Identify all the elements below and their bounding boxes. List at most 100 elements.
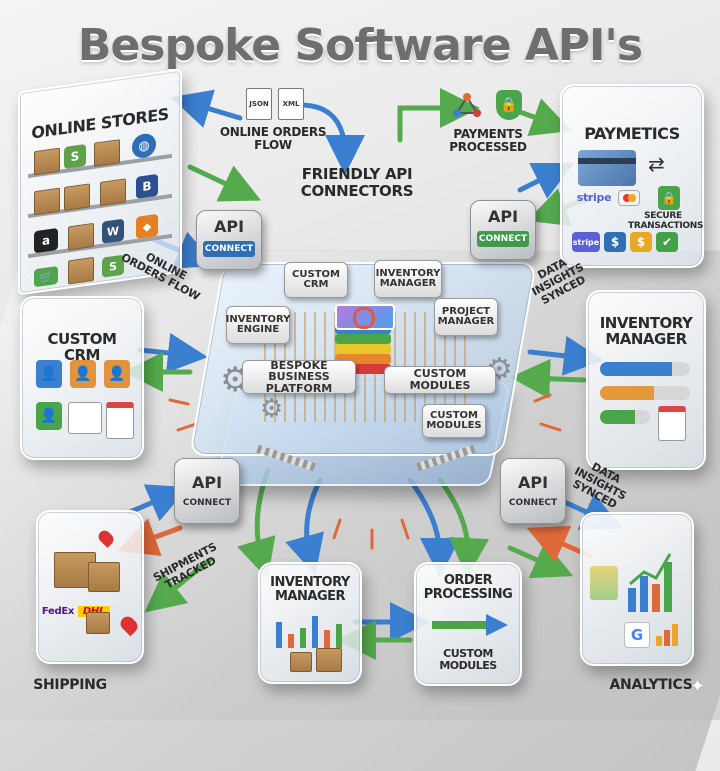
user-avatar-icon: 👤 bbox=[36, 360, 62, 388]
inventory-manager-title: Inventory Manager bbox=[599, 314, 693, 348]
online-orders-flow-label-top: Online Orders Flow bbox=[219, 125, 327, 153]
arrow-green bbox=[187, 164, 262, 202]
user-avatar-icon: 👤 bbox=[104, 360, 130, 388]
google-icon: G bbox=[624, 622, 650, 648]
check-badge-icon: ✔ bbox=[656, 232, 678, 252]
cardboard-box bbox=[100, 178, 126, 206]
shipping-panel: FedEx DHL bbox=[36, 510, 144, 664]
burst-line bbox=[168, 398, 190, 406]
flow-arrow-icon bbox=[430, 612, 510, 638]
platform-tag-inventory-manager: Inventory Manager bbox=[374, 260, 442, 298]
api-connector-bottom-right: API CONNECT bbox=[500, 458, 566, 524]
platform-tag-project-manager: Project Manager bbox=[434, 298, 498, 336]
cardboard-box bbox=[68, 256, 94, 285]
burst-line bbox=[176, 422, 198, 432]
platform-tag-custom-crm: Custom CRM bbox=[284, 262, 348, 298]
central-platform: ⚙ ⚙ ⚙ Custom CRM Inventory Manager Inven… bbox=[188, 232, 538, 502]
cardboard-box bbox=[290, 652, 312, 672]
swap-arrows-icon: ⇄ bbox=[648, 152, 665, 176]
api-connector-sub: CONNECT bbox=[182, 498, 232, 508]
platform-tag-custom-modules-2: Custom Modules bbox=[422, 404, 486, 438]
globe-icon: ◍ bbox=[132, 132, 156, 160]
mastercard-icon bbox=[618, 190, 640, 206]
flow-arrows bbox=[117, 88, 623, 660]
arrow-green bbox=[510, 358, 587, 399]
bar-chart-icon bbox=[274, 612, 344, 648]
cardboard-box bbox=[34, 187, 60, 216]
arrow-blue bbox=[527, 335, 604, 376]
fedex-logo: FedEx bbox=[41, 606, 75, 617]
api-connector-label: API bbox=[191, 473, 223, 492]
arrow-blue bbox=[407, 477, 460, 578]
xml-file-icon: XML bbox=[278, 88, 304, 120]
sparkle-icon: ✦ bbox=[690, 676, 706, 697]
contact-card-icon bbox=[68, 402, 102, 434]
progress-bar-green bbox=[600, 410, 650, 424]
custom-crm-panel: Custom CRM 👤 👤 👤 👤 bbox=[20, 296, 144, 460]
arrow-blue bbox=[517, 163, 574, 199]
shield-lock-icon: 🔒 bbox=[496, 90, 522, 120]
bar-chart-icon bbox=[626, 544, 682, 614]
api-connector-top-left: API CONNECT bbox=[196, 210, 262, 270]
cardboard-box bbox=[94, 139, 120, 167]
custom-modules-bottom-title: Custom Modules bbox=[439, 647, 497, 672]
dollar-badge-icon: $ bbox=[604, 232, 626, 252]
api-connector-sub: CONNECT bbox=[508, 498, 558, 508]
network-icon bbox=[452, 92, 482, 118]
order-processing-panel: Order Processing Custom Modules bbox=[414, 562, 522, 686]
friendly-api-connectors-label: Friendly API Connectors bbox=[300, 165, 414, 200]
arrow-blue bbox=[297, 102, 365, 175]
calendar-icon bbox=[106, 402, 134, 439]
gear-icon: ⚙ bbox=[260, 394, 284, 424]
map-pin-icon bbox=[117, 613, 141, 637]
burst-line bbox=[539, 422, 562, 432]
credit-card-icon bbox=[578, 150, 636, 186]
layered-stack-icon bbox=[331, 304, 395, 380]
map-tile-icon bbox=[590, 566, 618, 600]
paymetics-panel: Paymetics ⇄ stripe 🔒 Secure Transactions… bbox=[560, 84, 704, 268]
api-connector-label: API bbox=[213, 217, 245, 236]
woocommerce-icon: W bbox=[102, 218, 124, 244]
cardboard-box bbox=[86, 612, 110, 634]
cardboard-box bbox=[316, 648, 342, 672]
arrow-blue bbox=[127, 484, 189, 522]
cardboard-box bbox=[88, 562, 120, 592]
burst-line bbox=[400, 518, 410, 540]
user-avatar-icon: 👤 bbox=[70, 360, 96, 388]
api-connector-label: API bbox=[517, 473, 549, 492]
progress-bar-blue bbox=[600, 362, 690, 376]
arrow-blue bbox=[285, 477, 324, 576]
platform-tag-bespoke-business-platform: Bespoke Business Platform bbox=[242, 359, 356, 394]
dhl-logo: DHL bbox=[78, 606, 110, 617]
bigcommerce-icon: B bbox=[136, 173, 158, 199]
platform-tag-inventory-engine: Inventory Engine bbox=[226, 306, 290, 344]
arrow-blue bbox=[170, 89, 243, 128]
stripe-badge: stripe bbox=[572, 232, 600, 252]
arrow-green bbox=[397, 88, 480, 143]
inventory-manager-panel: Inventory Manager bbox=[586, 290, 706, 470]
secure-transactions-label: Secure Transactions bbox=[628, 211, 704, 231]
burst-line bbox=[533, 393, 552, 403]
cardboard-box bbox=[34, 147, 60, 176]
stripe-logo: stripe bbox=[576, 191, 612, 204]
amazon-icon: a bbox=[34, 227, 58, 254]
user-avatar-icon: 👤 bbox=[36, 402, 62, 430]
api-connector-top-right: API CONNECT bbox=[470, 200, 536, 260]
mini-chart-icon bbox=[654, 622, 680, 646]
cardboard-box bbox=[64, 183, 90, 212]
arrow-green bbox=[144, 557, 213, 613]
payments-processed-label: Payments Processed bbox=[449, 127, 527, 155]
analytics-label: Analytics bbox=[609, 677, 693, 693]
padlock-icon: 🔒 bbox=[658, 186, 680, 210]
platform-tag-custom-modules: Custom Modules bbox=[384, 366, 496, 394]
paymetics-title: Paymetics bbox=[584, 124, 680, 143]
api-connector-sub: CONNECT bbox=[477, 231, 529, 247]
dollar-badge-icon: $ bbox=[630, 232, 652, 252]
shopify-icon: S bbox=[64, 143, 86, 170]
calendar-icon bbox=[658, 406, 686, 441]
magento-icon: ◆ bbox=[136, 213, 158, 239]
burst-line bbox=[332, 518, 342, 540]
map-pin-icon bbox=[96, 528, 116, 548]
cart-icon: 🛒 bbox=[34, 265, 58, 288]
cardboard-box bbox=[68, 222, 94, 251]
